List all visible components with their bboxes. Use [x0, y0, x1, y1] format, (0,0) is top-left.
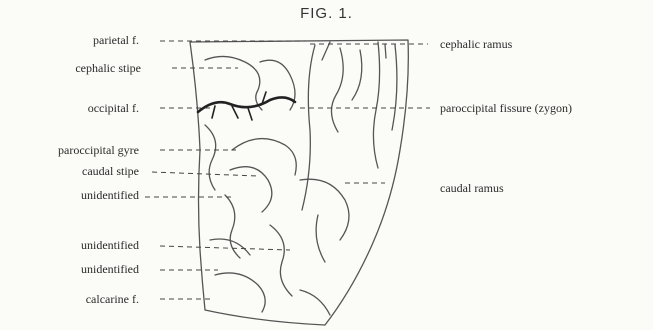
gyrus-curve: [232, 139, 296, 175]
gyrus-curve: [385, 44, 386, 58]
gyrus-curve: [300, 179, 349, 240]
label-caudal-ramus: caudal ramus: [440, 181, 504, 195]
label-caudal-stipe: caudal stipe: [82, 164, 139, 178]
gyrus-curve: [230, 167, 272, 212]
label-unidentified-3: unidentified: [81, 262, 139, 276]
gyrus-curve: [205, 125, 216, 190]
label-cephalic-ramus: cephalic ramus: [440, 37, 512, 51]
label-cephalic-stipe: cephalic stipe: [75, 61, 141, 75]
gyrus-curve: [300, 290, 330, 315]
gyrus-curve: [352, 50, 362, 100]
label-occipital-fissure: occipital f.: [88, 101, 139, 115]
gyrus-curve: [373, 42, 379, 168]
gyrus-curve: [316, 215, 325, 262]
label-unidentified-2: unidentified: [81, 238, 139, 252]
gyrus-curve: [392, 45, 397, 130]
fissure-branch: [248, 108, 252, 120]
fissure-branch: [232, 106, 238, 118]
label-paroccipital-fissure: paroccipital fissure (zygon): [440, 101, 572, 115]
fissure-branch: [212, 106, 215, 118]
gyrus-curve: [270, 225, 292, 296]
occipital-fissure: [198, 97, 295, 112]
gyrus-curve: [302, 45, 315, 210]
leader-line: [152, 172, 258, 176]
label-paroccipital-gyre: paroccipital gyre: [58, 143, 139, 157]
label-parietal-fissure: parietal f.: [93, 33, 139, 47]
gyrus-curve: [322, 42, 330, 60]
leader-line: [160, 246, 290, 250]
gyrus-curve: [215, 273, 265, 312]
gyrus-curve: [331, 48, 343, 132]
label-unidentified-1: unidentified: [81, 188, 139, 202]
label-calcarine-fissure: calcarine f.: [86, 292, 139, 306]
